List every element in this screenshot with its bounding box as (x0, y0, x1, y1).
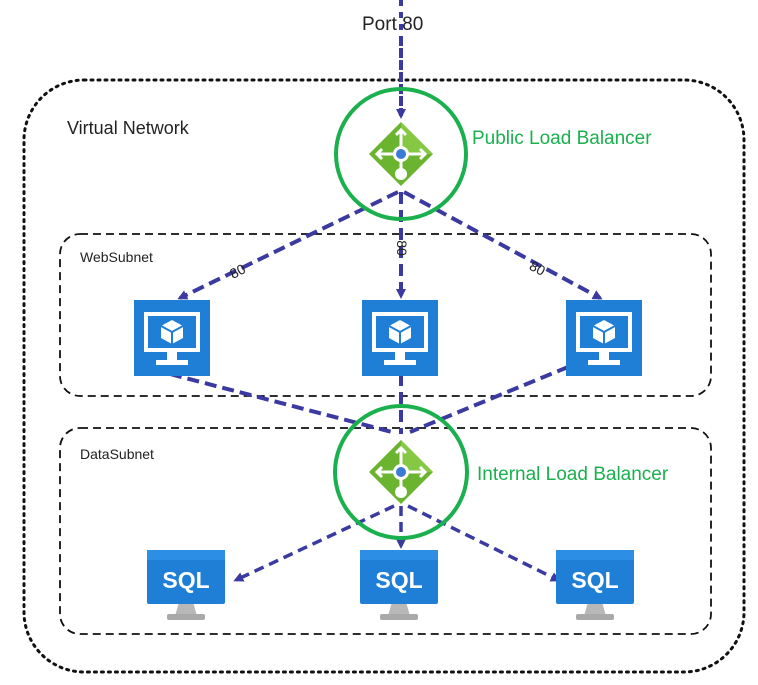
sql-database-icon: SQL (556, 550, 634, 620)
port-label-center: 80 (394, 240, 410, 256)
flow-arrow (407, 504, 561, 582)
flow-arrow (233, 504, 395, 582)
flow-arrow (403, 190, 603, 300)
internal-lb-label: Internal Load Balancer (477, 464, 669, 485)
data-subnet-box (59, 427, 712, 635)
port-label-left: 80 (227, 260, 248, 281)
virtual-machine-icon (362, 300, 438, 376)
virtual-network-boundary (22, 78, 746, 674)
web-subnet-box (59, 233, 712, 397)
public-lb-ring (334, 87, 468, 221)
sql-label: SQL (375, 567, 422, 593)
web-subnet-label: WebSubnet (80, 249, 153, 265)
virtual-network-label: Virtual Network (67, 118, 189, 138)
data-subnet-label: DataSubnet (80, 446, 154, 462)
sql-database-icon: SQL (360, 550, 438, 620)
public-lb-label: Public Load Balancer (472, 128, 652, 149)
sql-label: SQL (571, 567, 618, 593)
sql-database-icon: SQL (147, 550, 225, 620)
load-balancer-icon (369, 122, 433, 186)
internal-lb-ring (333, 404, 469, 540)
flow-arrow (409, 358, 586, 434)
virtual-machine-icon (566, 300, 642, 376)
top-port-label: Port 80 (362, 14, 424, 35)
sql-label: SQL (162, 567, 209, 593)
virtual-machine-icon (134, 300, 210, 376)
load-balancer-icon (369, 440, 433, 504)
port-label-right: 80 (527, 257, 548, 279)
flow-arrow (177, 190, 399, 300)
